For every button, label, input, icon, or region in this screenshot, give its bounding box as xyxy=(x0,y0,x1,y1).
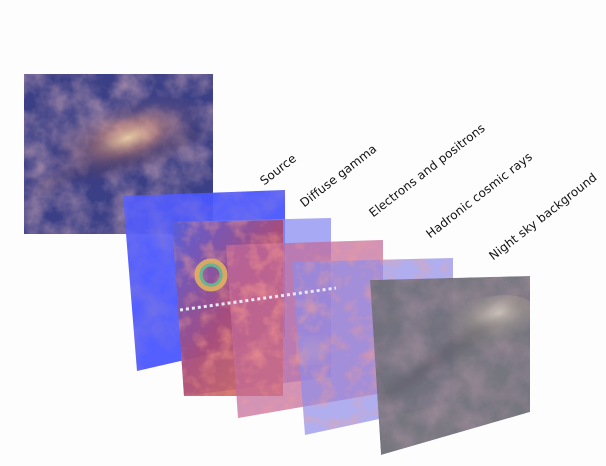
night-sky-background-layer xyxy=(370,276,530,455)
milky-way-panel xyxy=(24,74,213,234)
line-of-sight xyxy=(179,286,337,312)
